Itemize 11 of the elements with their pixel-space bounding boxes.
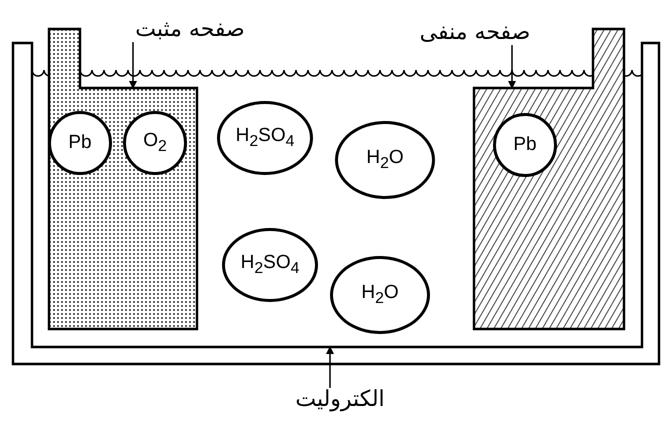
molecule-circle: H$_{2}$O	[330, 256, 430, 334]
leader-line	[129, 42, 137, 89]
electrode-plate	[473, 28, 625, 330]
label: صفحه منفی	[420, 20, 530, 46]
molecule-circle: H$_{2}$SO$_{4}$	[217, 101, 313, 175]
leader-line	[508, 45, 516, 89]
molecule-circle: H$_{2}$SO$_{4}$	[222, 228, 318, 302]
label: الکترولیت	[295, 388, 385, 412]
leader-line	[326, 346, 334, 388]
molecule-circle: H$_{2}$O	[335, 121, 435, 199]
label: صفحه مثبت	[135, 18, 245, 42]
